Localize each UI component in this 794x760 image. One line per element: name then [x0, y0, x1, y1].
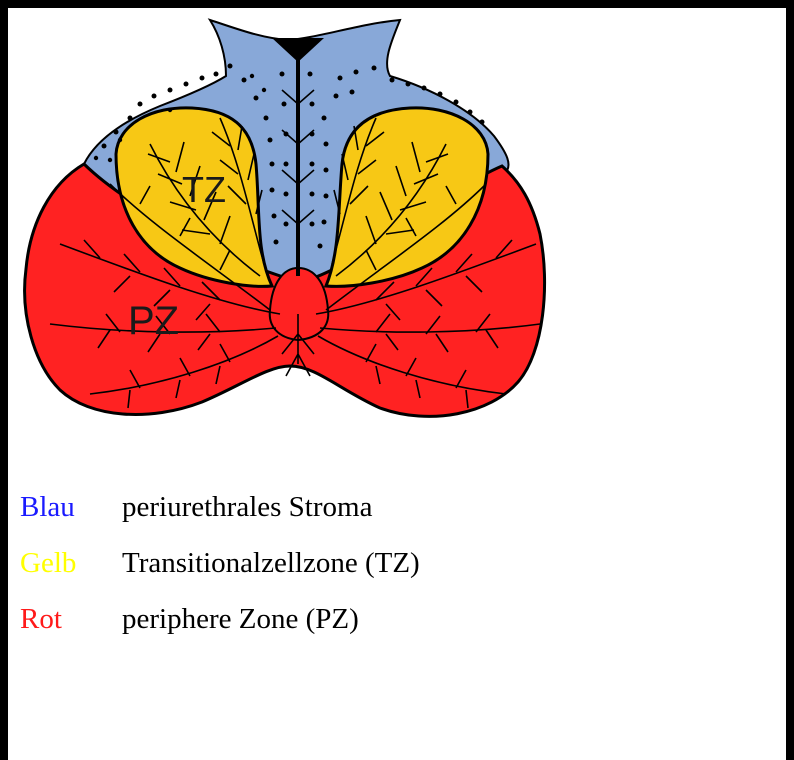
legend-description: periphere Zone (PZ) — [122, 596, 359, 642]
legend-color-word: Blau — [20, 484, 75, 530]
legend-description: Transitionalzellzone (TZ) — [122, 540, 420, 586]
legend-color-word: Rot — [20, 596, 62, 642]
legend-description: periurethrales Stroma — [122, 484, 372, 530]
urethral-crest — [270, 268, 329, 340]
tz-label: TZ — [182, 169, 226, 210]
pz-label: PZ — [128, 299, 179, 343]
legend-color-word: Gelb — [20, 540, 76, 586]
prostate-zone-diagram: TZ PZ — [20, 14, 560, 434]
